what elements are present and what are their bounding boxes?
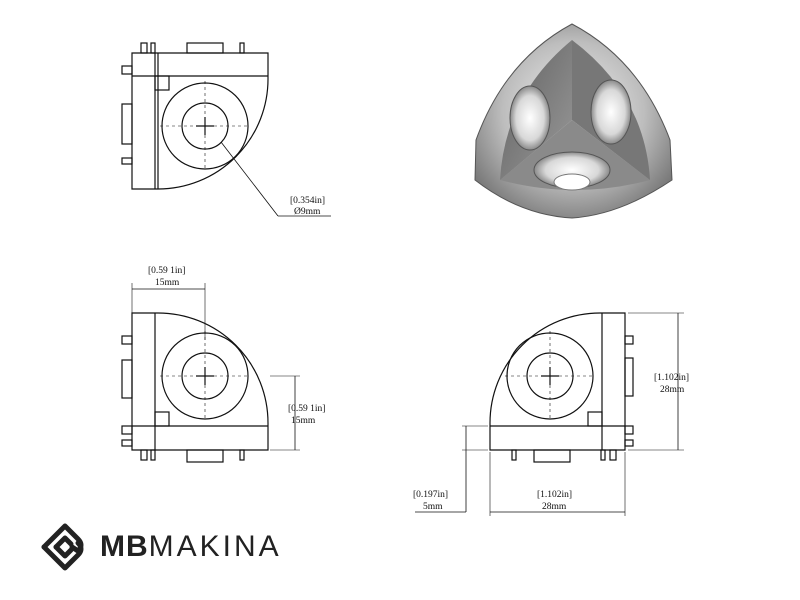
brand-logo: MBMAKINA (38, 520, 282, 574)
height-dim-mm: 28mm (660, 385, 685, 395)
height-dim-in: [1.102in] (654, 373, 689, 383)
brand-name-light: MAKINA (148, 530, 282, 563)
offset-y-dim-in: [0.59 1in] (288, 404, 325, 414)
brand-name-bold: MB (100, 530, 149, 563)
bottom-right-view (415, 312, 684, 516)
bottom-left-view (121, 283, 300, 463)
isometric-3d-view (474, 23, 673, 219)
base-dim-in: [0.197in] (413, 490, 448, 500)
offset-x-dim-in: [0.59 1in] (148, 266, 185, 276)
width-dim-in: [1.102in] (537, 490, 572, 500)
top-left-view (121, 42, 331, 217)
base-dim-mm: 5mm (423, 502, 443, 512)
offset-y-dim-mm: 15mm (291, 416, 316, 426)
brand-name: MBMAKINA (100, 530, 282, 564)
width-dim-mm: 28mm (542, 502, 567, 512)
hole-dim-mm: Ø9mm (294, 207, 321, 217)
offset-x-dim-mm: 15mm (155, 278, 180, 288)
mb-logo-icon (41, 523, 84, 571)
hole-dim-in: [0.354in] (290, 196, 325, 206)
